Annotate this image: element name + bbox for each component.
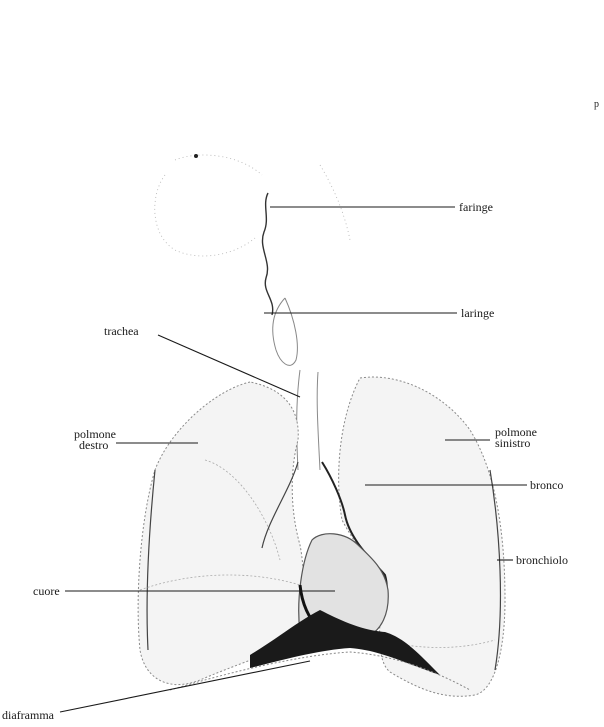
label-trachea: trachea	[104, 325, 139, 337]
pharynx-larynx	[262, 193, 297, 365]
label-polmone-sinistro-line2: sinistro	[495, 438, 537, 449]
label-faringe: faringe	[459, 201, 493, 213]
label-diaframma: diaframma	[2, 709, 54, 721]
label-polmone-destro: polmone destro	[74, 429, 116, 451]
head-region	[155, 155, 350, 256]
corner-mark: p	[594, 99, 599, 110]
label-cuore: cuore	[33, 585, 60, 597]
head-dot	[194, 154, 198, 158]
label-polmone-destro-line2: destro	[74, 440, 116, 451]
label-bronco: bronco	[530, 479, 563, 491]
trachea-shape	[297, 370, 320, 470]
label-polmone-sinistro: polmone sinistro	[495, 427, 537, 449]
label-bronchiolo: bronchiolo	[516, 554, 568, 566]
label-laringe: laringe	[461, 307, 494, 319]
trachea-leader	[158, 335, 300, 397]
